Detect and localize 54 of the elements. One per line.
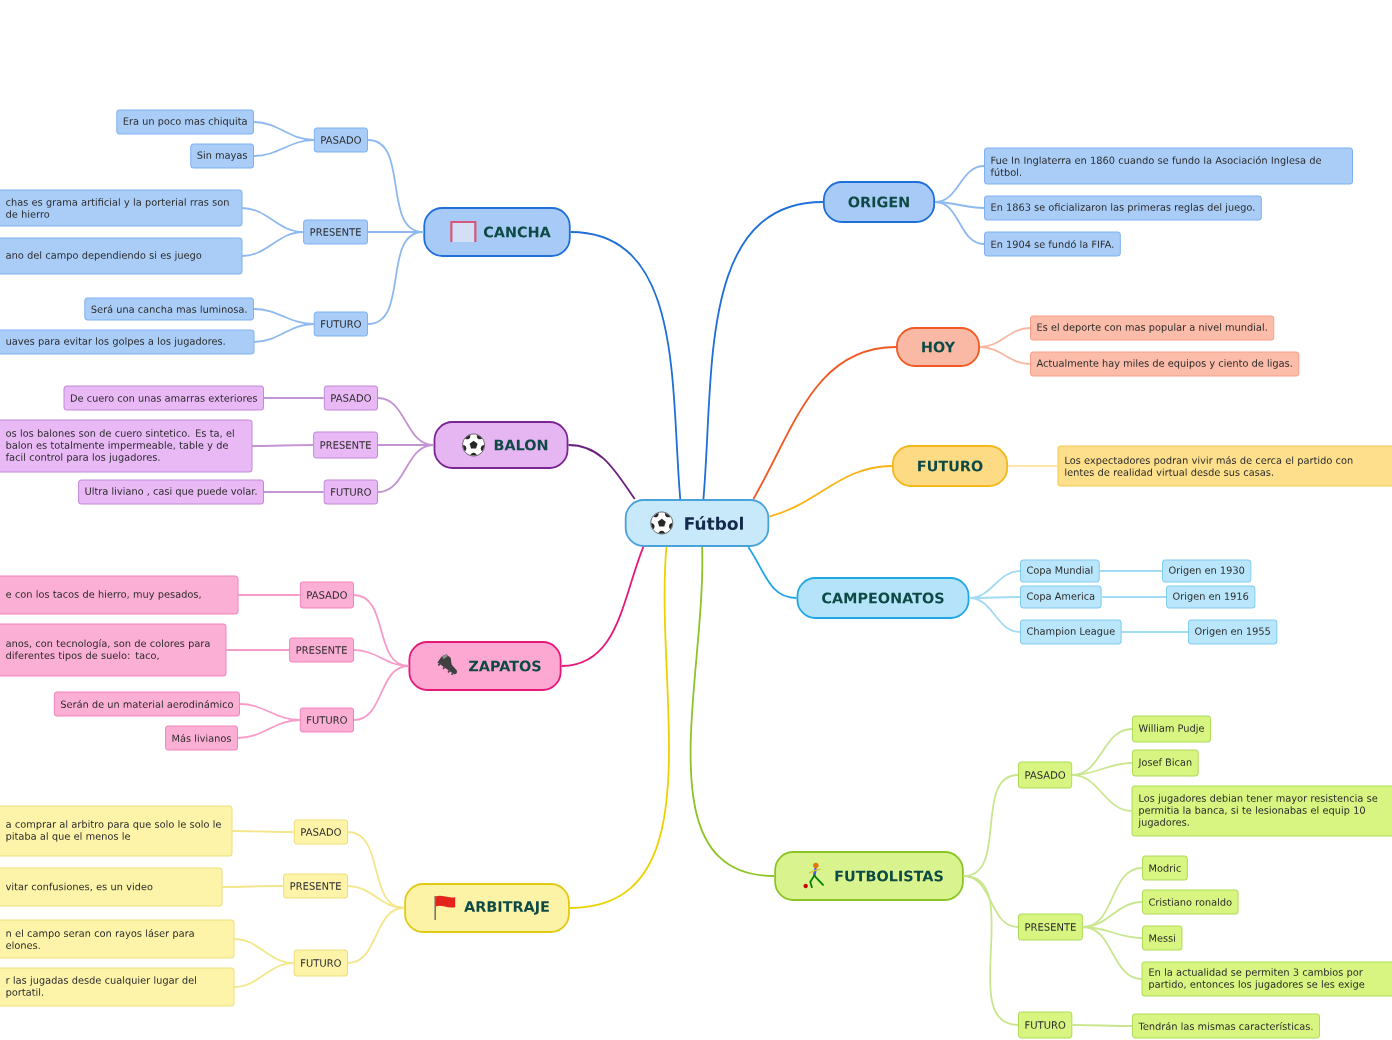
connector-line [233,962,295,988]
connector-line [979,346,1031,365]
connector-line [347,907,406,964]
branch-line [560,546,645,667]
connector-line [347,831,406,909]
connector-line [231,830,295,833]
connector-line [367,231,425,233]
connector-line [1071,762,1133,776]
connector-line [353,665,410,721]
connector-line [377,444,435,493]
connector-line [237,719,301,739]
central-topic: Fútbol [624,499,770,547]
connector-line [377,397,435,446]
connector-line [1007,465,1059,467]
connector-line [237,594,301,596]
connector-line [934,165,985,203]
branch-line [689,546,776,877]
connector-line [347,885,406,909]
branch-line [569,231,682,500]
connector-line [968,597,1021,633]
connector-line [962,875,1019,1026]
branch-line [752,346,897,500]
connector-line [1098,570,1163,572]
branch-line [768,465,893,518]
connector-line [377,444,435,446]
connector-line [239,703,301,721]
connector-line [1071,1024,1133,1027]
connector-line [221,885,285,888]
connector-line [1071,728,1133,776]
connector-line [263,491,325,493]
connector-line [968,596,1021,599]
connector-line [253,323,315,343]
connector-line [1120,631,1189,633]
branch-line [747,546,798,599]
connector-line [1082,867,1143,928]
connector-line [367,231,425,325]
connector-line [253,139,315,157]
connector-line [1071,774,1133,812]
connector-line [1082,926,1143,980]
connector-line [1082,926,1143,939]
connector-line [353,649,410,667]
connector-line [1100,596,1167,598]
connector-line [225,649,291,651]
connector-line [263,397,325,399]
connector-line [934,201,985,209]
connector-line [353,594,410,667]
branch-line [702,201,824,500]
connector-line [979,327,1031,348]
connector-line [251,444,315,447]
connector-line [934,201,985,245]
branch-line [568,546,670,909]
branch-line [567,444,636,500]
connector-line [253,308,315,325]
connector-line [241,231,305,257]
